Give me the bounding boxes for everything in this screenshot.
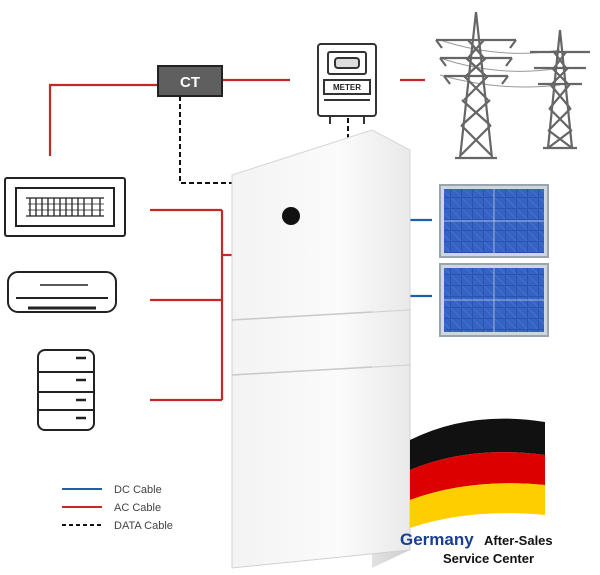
legend-item-ac: AC Cable <box>62 502 161 514</box>
distribution-panel-icon <box>4 177 126 237</box>
legend-label-ac: AC Cable <box>114 502 161 514</box>
brand-line1: After-Sales <box>484 533 553 548</box>
ct-label: CT <box>180 74 200 91</box>
battery-storage-icon <box>231 129 411 569</box>
power-tower-icon <box>435 11 590 160</box>
dc-cable-lines <box>410 218 432 298</box>
legend: DC Cable AC Cable DATA Cable <box>62 484 173 532</box>
solar-panel-2 <box>439 263 549 337</box>
inverter-indicator <box>282 207 300 225</box>
germany-flag-icon <box>410 418 545 528</box>
legend-label-data: DATA Cable <box>114 520 173 532</box>
legend-item-data: DATA Cable <box>62 520 173 532</box>
air-conditioner-icon <box>7 271 117 313</box>
power-tower-small <box>530 29 590 150</box>
inverter-module <box>231 129 411 321</box>
battery-module-2 <box>231 364 411 569</box>
solar-panel-icon <box>439 184 549 337</box>
electric-meter-icon: METER <box>317 43 377 124</box>
refrigerator-icon <box>37 349 95 431</box>
after-sales-brand: Germany After-Sales Service Center <box>400 530 553 566</box>
ct-sensor-icon: CT <box>157 65 223 97</box>
legend-label-dc: DC Cable <box>114 484 162 496</box>
ac-cable-panel-to-ct <box>48 83 158 156</box>
meter-label: METER <box>333 83 361 92</box>
power-tower-large <box>435 11 517 160</box>
legend-item-dc: DC Cable <box>62 484 162 496</box>
data-cable-ct <box>179 96 238 184</box>
brand-line2: Service Center <box>443 551 534 566</box>
battery-module-1 <box>231 309 411 376</box>
brand-country: Germany <box>400 530 474 549</box>
solar-panel-1 <box>439 184 549 258</box>
ac-cable-lines <box>48 78 425 402</box>
